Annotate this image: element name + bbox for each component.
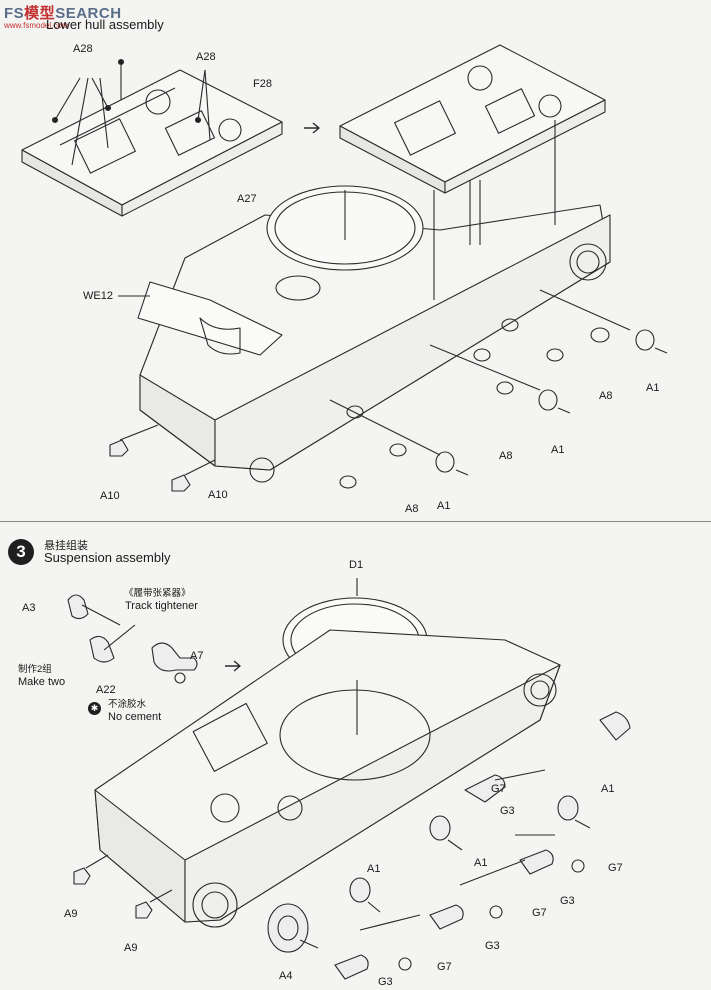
label-a22: A22 [96,684,116,696]
hull-top-plate-left [21,69,283,217]
road-wheel-arms-section1 [329,289,668,489]
pins-a28 [51,58,211,166]
watermark-site: www.fsmodel.com [4,21,69,30]
a1-hubs [349,795,591,913]
label-track-tightener-en: Track tightener [125,600,198,612]
label-a8-right: A8 [599,390,613,402]
section-title-lower-hull: Lower hull assembly [46,17,164,32]
label-make-two-en: Make two [18,676,66,688]
label-a1-left: A1 [367,863,381,875]
label-a1-mid: A1 [551,444,565,456]
label-no-cement-en: No cement [108,711,162,723]
a9-parts [73,854,173,919]
a10-parts [109,424,216,492]
no-cement-icon: ✱ [88,702,101,715]
label-a1-mid: A1 [474,857,488,869]
track-tightener-parts [67,594,198,684]
label-a9-a: A9 [64,908,78,920]
label-g7-b: G7 [608,862,623,874]
section-title-cn: 悬挂组装 [44,540,88,552]
label-a4: A4 [279,970,293,982]
section-divider [0,521,711,522]
a4-idler-wheel [267,903,319,953]
label-g3-d: G3 [378,976,393,988]
suspension-arms [334,711,631,980]
label-a1-right: A1 [646,382,660,394]
label-g7-a: G7 [491,783,506,795]
label-track-tightener-cn: 《履带张紧器》 [124,588,191,599]
label-g3-c: G3 [485,940,500,952]
watermark-logo: FS模型SEARCH [4,5,122,22]
label-g7-c: G7 [532,907,547,919]
label-no-cement-cn: 不涂胶水 [108,699,147,710]
label-a28-left: A28 [73,43,93,55]
step-number-badge: 3 [8,539,34,565]
label-a1-right: A1 [601,783,615,795]
hull-body-section3 [94,629,561,928]
label-a3: A3 [22,602,36,614]
label-a8-low: A8 [405,503,419,515]
label-d1: D1 [349,559,364,571]
label-a1-low: A1 [437,500,451,512]
label-g3-b: G3 [560,895,575,907]
label-a8-mid: A8 [499,450,513,462]
label-a7: A7 [190,650,204,662]
label-a10-left: A10 [100,490,120,502]
label-g7-d: G7 [437,961,452,973]
section-title-en: Suspension assembly [44,550,171,565]
hull-top-plate-right [339,44,606,194]
label-we12: WE12 [83,290,113,302]
label-a28-right: A28 [196,51,216,63]
label-make-two-cn: 制作2组 [18,664,52,675]
label-g3-a: G3 [500,805,515,817]
label-a9-b: A9 [124,942,138,954]
we12-panel [118,281,283,356]
hull-body-section1 [139,120,611,483]
label-a27: A27 [237,193,257,205]
label-a10-right: A10 [208,489,228,501]
label-f28: F28 [253,78,272,90]
